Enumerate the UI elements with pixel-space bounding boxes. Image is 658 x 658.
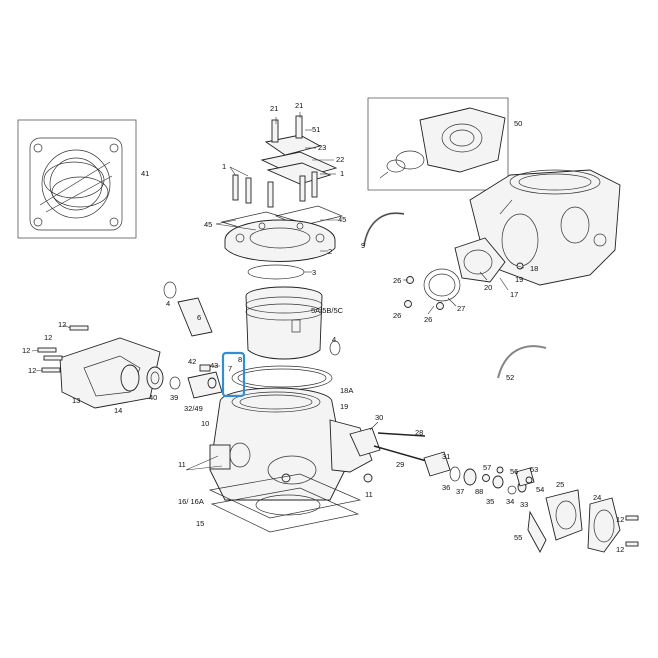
label-45a: 45: [204, 220, 212, 229]
o-ring-3: [247, 264, 305, 280]
base-gasket-15: [210, 487, 360, 533]
label-45b: 45: [338, 215, 346, 224]
label-1a: 1: [222, 162, 226, 171]
head-bracket-group: [232, 115, 338, 208]
label-11a: 11: [178, 460, 186, 469]
label-6: 6: [197, 313, 201, 322]
label-19b: 19: [515, 275, 523, 284]
clip-4-left: [163, 281, 177, 299]
label-12d: 12: [28, 366, 36, 375]
label-9: 9: [361, 241, 365, 250]
label-41: 41: [141, 169, 149, 178]
label-4b: 4: [332, 335, 336, 344]
label-88: 88: [475, 487, 483, 496]
label-57: 57: [483, 463, 491, 472]
callout-labels: 21 21 51 23 22 1 1 41 45 45 2 3 4 6 5A/5…: [22, 101, 624, 554]
label-29: 29: [396, 460, 404, 469]
label-11b: 11: [365, 490, 373, 499]
label-12b: 12: [44, 333, 52, 342]
label-19a: 19: [340, 402, 348, 411]
label-8: 8: [238, 355, 242, 364]
label-21b: 21: [295, 101, 303, 110]
gasket-set-inset: [17, 119, 137, 239]
label-25: 25: [556, 480, 564, 489]
label-51: 51: [312, 125, 320, 134]
exhaust-valve-cover: [37, 325, 223, 409]
base-gasket-16: [208, 473, 362, 519]
label-18b: 18: [530, 264, 538, 273]
label-33: 33: [520, 500, 528, 509]
label-23: 23: [318, 143, 326, 152]
label-56: 56: [510, 467, 518, 476]
label-12f: 12: [616, 545, 624, 554]
label-2: 2: [328, 247, 332, 256]
label-3: 3: [312, 268, 316, 277]
label-28: 28: [415, 428, 423, 437]
crankcase-assembly: [404, 169, 621, 310]
base-gasket-7: [231, 365, 333, 391]
label-42: 42: [188, 357, 196, 366]
label-37: 37: [456, 487, 464, 496]
leader-lines: [31, 112, 525, 471]
label-53: 53: [530, 465, 538, 474]
label-12c: 12: [22, 346, 30, 355]
label-31: 31: [442, 452, 450, 461]
wrist-pin: [177, 297, 213, 337]
label-14: 14: [114, 406, 122, 415]
label-10: 10: [201, 419, 209, 428]
label-13: 13: [72, 396, 80, 405]
label-27: 27: [457, 304, 465, 313]
label-35: 35: [486, 497, 494, 506]
label-26c: 26: [424, 315, 432, 324]
label-30: 30: [375, 413, 383, 422]
label-15: 15: [196, 519, 204, 528]
label-50: 50: [514, 119, 522, 128]
label-12a: 12: [58, 320, 66, 329]
label-24: 24: [593, 493, 601, 502]
piston: [245, 286, 323, 360]
hose-52: [497, 345, 547, 379]
label-36: 36: [442, 483, 450, 492]
label-5: 5A/5B/5C: [311, 306, 344, 315]
label-20: 20: [484, 283, 492, 292]
label-12e: 12: [616, 515, 624, 524]
cylinder-head: [224, 219, 336, 262]
label-17: 17: [510, 290, 518, 299]
label-43: 43: [210, 361, 218, 370]
label-4a: 4: [166, 299, 170, 308]
label-55: 55: [514, 533, 522, 542]
label-18a: 18A: [340, 386, 353, 395]
label-16-16a: 16/ 16A: [178, 497, 204, 506]
label-21a: 21: [270, 104, 278, 113]
valve-linkage: [349, 427, 639, 553]
label-39: 39: [170, 393, 178, 402]
label-26b: 26: [393, 311, 401, 320]
clip-4-right: [329, 340, 341, 356]
label-22: 22: [336, 155, 344, 164]
label-54: 54: [536, 485, 544, 494]
highlight-box: [221, 351, 246, 398]
label-32-49: 32/49: [184, 404, 203, 413]
label-1b: 1: [340, 169, 344, 178]
label-40: 40: [149, 393, 157, 402]
engine-overview-inset: [367, 97, 509, 191]
label-7: 7: [228, 364, 232, 373]
label-34: 34: [506, 497, 514, 506]
label-26a: 26: [393, 276, 401, 285]
label-52: 52: [506, 373, 514, 382]
